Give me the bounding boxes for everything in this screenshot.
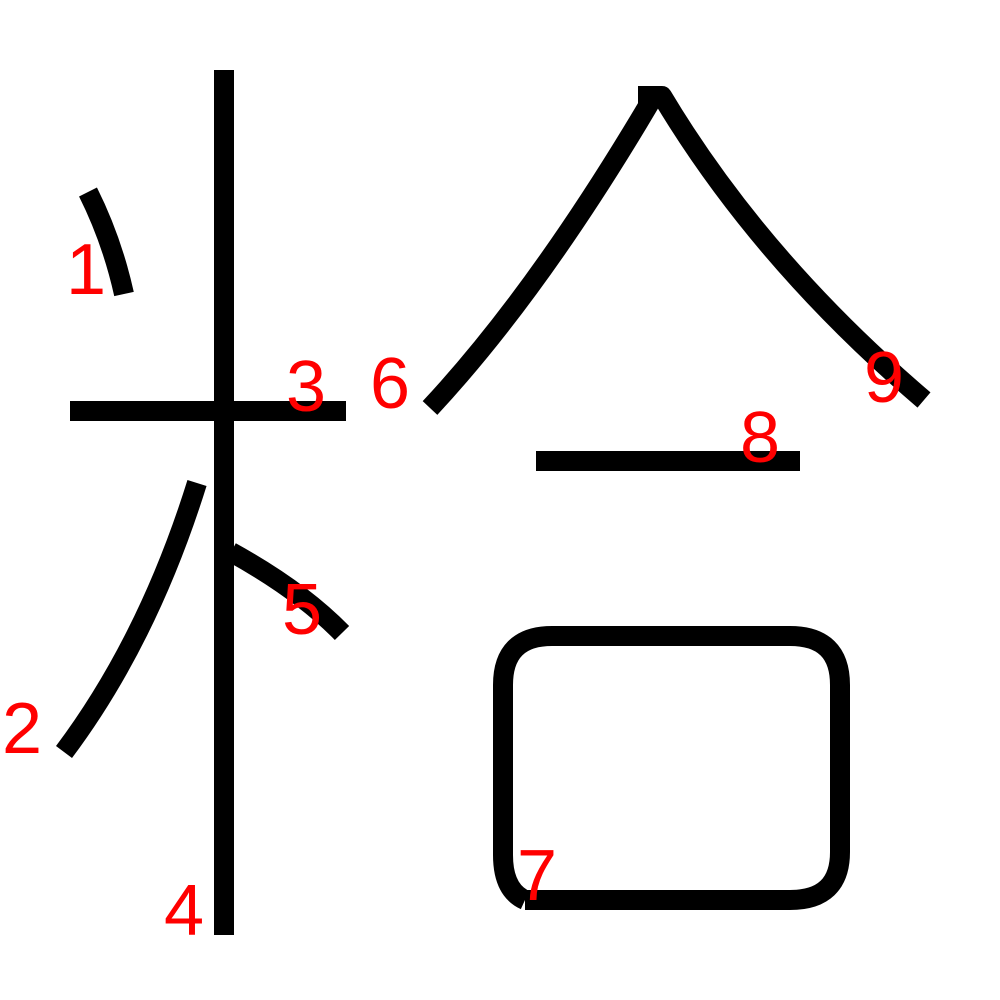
stroke-label-4: 4: [164, 871, 204, 951]
stroke-6: [422, 88, 664, 415]
stroke-5: [226, 543, 350, 641]
stroke-2: [55, 480, 207, 758]
stroke-order-labels: 1 2 3 4 5 6 7 8 9: [2, 230, 904, 951]
stroke-7: [493, 626, 850, 911]
stroke-label-8: 8: [740, 398, 780, 478]
stroke-1: [79, 187, 134, 297]
stroke-label-7: 7: [517, 836, 557, 916]
stroke-9: [638, 86, 931, 408]
stroke-label-3: 3: [286, 347, 326, 427]
stroke-label-1: 1: [66, 230, 106, 310]
stroke-label-5: 5: [282, 570, 322, 650]
stroke-label-9: 9: [864, 338, 904, 418]
stroke-label-2: 2: [2, 689, 42, 769]
character-strokes: [55, 70, 931, 935]
stroke-label-6: 6: [370, 344, 410, 424]
